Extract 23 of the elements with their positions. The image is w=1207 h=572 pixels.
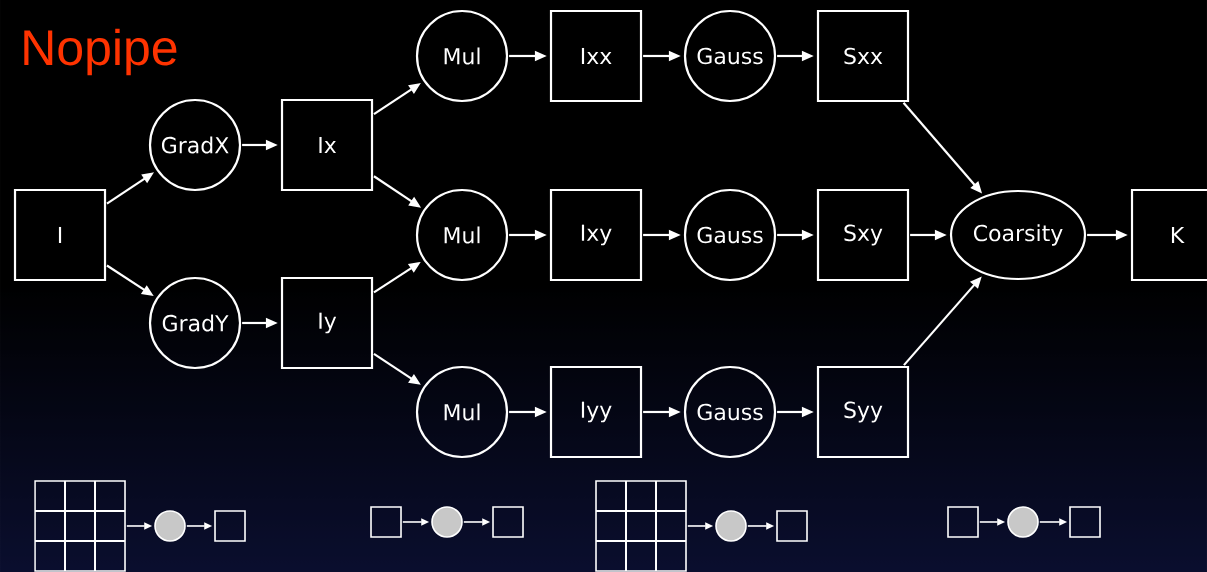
small-circle [1007, 506, 1039, 538]
small-box [947, 506, 979, 538]
process-box: K [1130, 188, 1207, 282]
process-box: Iy [280, 276, 374, 370]
small-grid [34, 480, 126, 572]
process-box: I [13, 188, 107, 282]
small-circle [154, 510, 186, 542]
process-box: Sxx [816, 9, 910, 103]
small-box [370, 506, 402, 538]
small-grid [595, 480, 687, 572]
small-box [492, 506, 524, 538]
small-box [776, 510, 808, 542]
process-box: Sxy [816, 188, 910, 282]
small-box [1069, 506, 1101, 538]
process-box: Syy [816, 365, 910, 459]
process-box: Ixx [549, 9, 643, 103]
process-box: Ix [280, 98, 374, 192]
title: Nopipe [24, 28, 177, 76]
process-box: Ixy [549, 188, 643, 282]
small-circle [431, 506, 463, 538]
small-circle [715, 510, 747, 542]
process-box: Iyy [549, 365, 643, 459]
small-box [214, 510, 246, 542]
